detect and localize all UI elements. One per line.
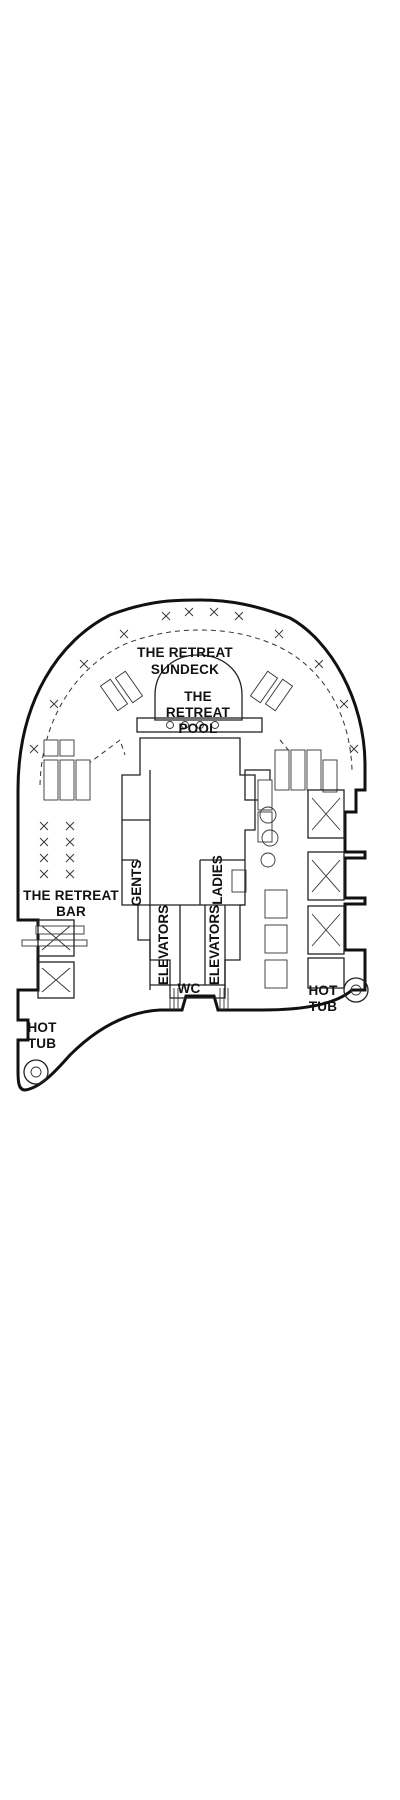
loungers-left	[43, 739, 91, 801]
pool-steps	[166, 721, 219, 729]
hot-tub-right-label-line1: HOT	[308, 983, 338, 998]
hot-tub-left-label-line2: TUB	[28, 1036, 56, 1051]
pool-edge-strip	[136, 717, 263, 733]
walkway-dashed-line	[39, 629, 353, 786]
hot-tub-right-label-line2: TUB	[309, 999, 337, 1014]
loungers-right	[257, 749, 338, 843]
bar-label-line1: THE RETREAT	[23, 888, 119, 903]
bar-tables	[21, 821, 88, 947]
dining-tables-right	[264, 889, 288, 989]
hot-tub-right	[343, 977, 369, 1003]
pool-label-line3: POOL	[178, 721, 217, 736]
pool-label-line1: THE	[184, 689, 212, 704]
sundeck-label-line1: THE RETREAT	[137, 645, 233, 660]
sundeck-loungers	[99, 670, 294, 712]
round-tables-right	[259, 806, 279, 868]
hot-tub-left-label-line1: HOT	[27, 1020, 57, 1035]
gents-label: GENTS	[129, 860, 144, 907]
cabanas-right	[307, 789, 345, 989]
pool-basin	[154, 654, 243, 721]
elevators-left-label: ELEVATORS	[156, 905, 171, 985]
cabanas-left	[37, 919, 75, 999]
wc-label: WC	[178, 981, 201, 996]
ladies-label: LADIES	[210, 855, 225, 905]
elevators-right-label: ELEVATORS	[207, 905, 222, 985]
hot-tub-left	[23, 1059, 49, 1085]
sundeck-label-line2: SUNDECK	[151, 662, 219, 677]
stairs-bottom	[169, 988, 229, 1010]
pool-label-line2: RETREAT	[166, 705, 231, 720]
deck-markers	[29, 607, 359, 754]
central-core	[121, 737, 271, 999]
bar-label-line2: BAR	[56, 904, 86, 919]
